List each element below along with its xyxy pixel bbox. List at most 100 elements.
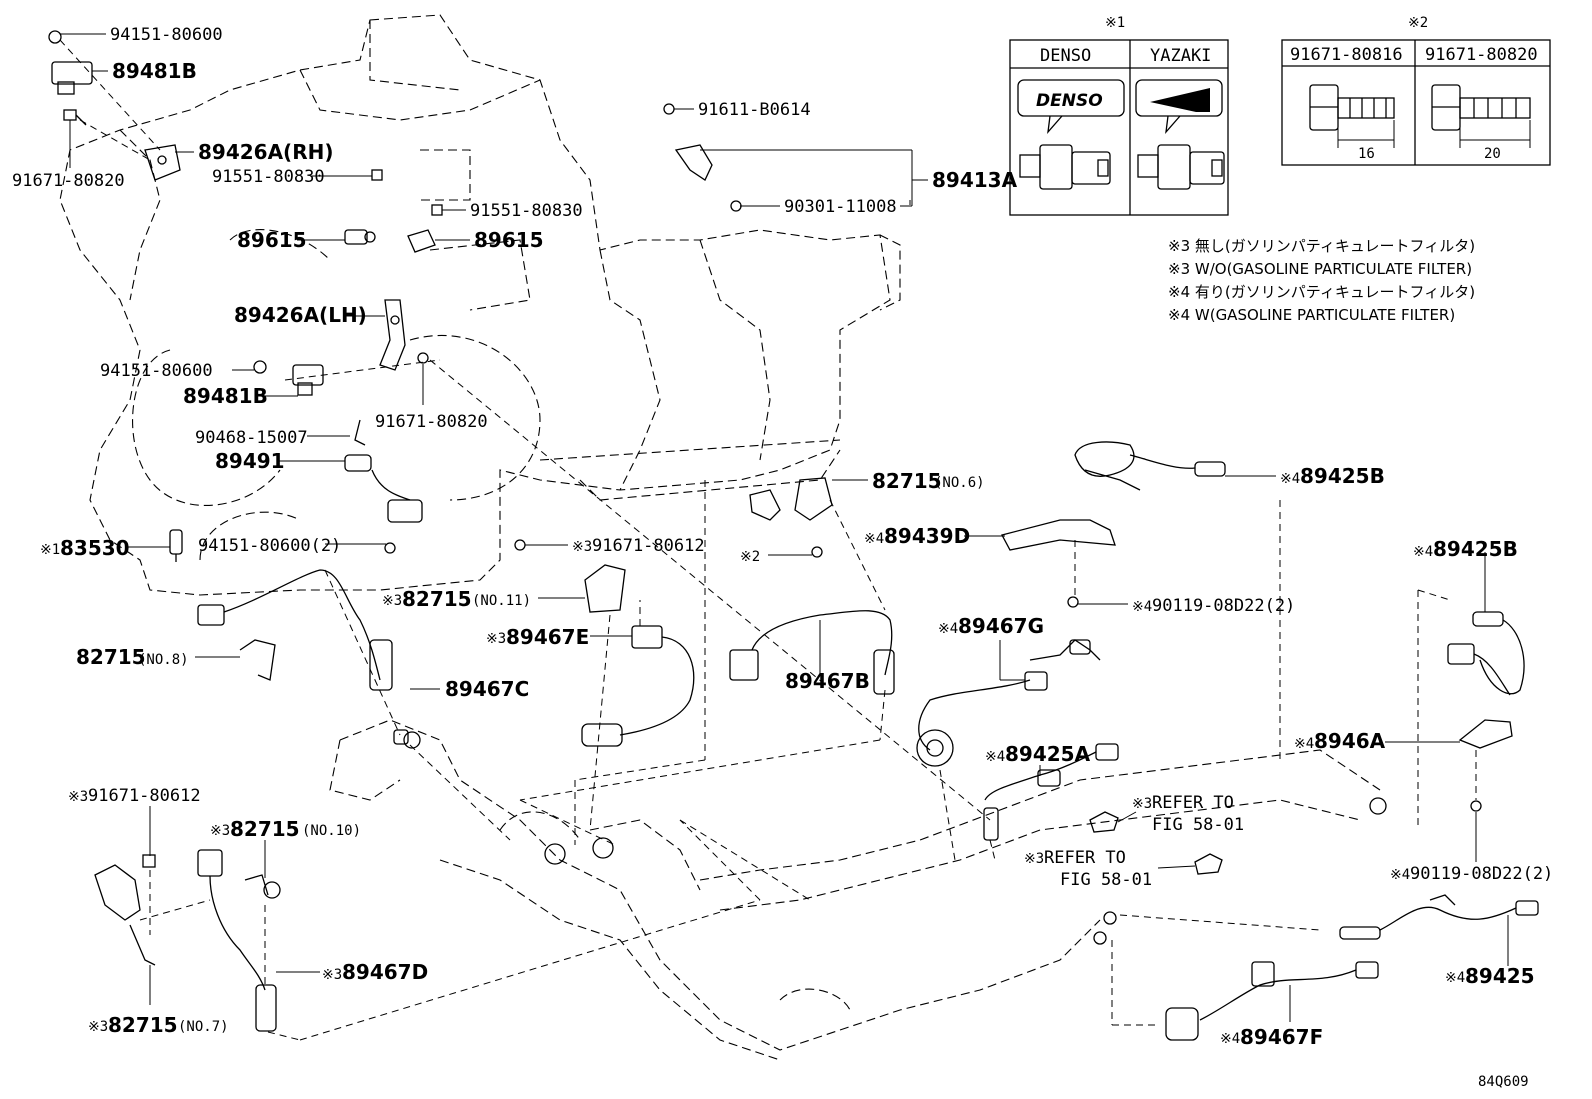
label-89439d-mark: ※4 xyxy=(864,531,884,547)
sensor-89491-icon xyxy=(344,454,423,523)
label-89467g-mark: ※4 xyxy=(938,621,958,637)
legend1-col1: DENSO xyxy=(1040,46,1091,66)
label-89425b-top-mark: ※4 xyxy=(1280,471,1300,487)
label-89615-left: 89615 xyxy=(237,228,307,252)
label-89491: 89491 xyxy=(215,449,285,473)
label-90301: 90301-11008 xyxy=(784,197,897,217)
label-89615-right: 89615 xyxy=(474,228,544,252)
connector-denso-icon xyxy=(1019,144,1111,190)
engine-outline xyxy=(59,14,901,596)
exhaust-outline xyxy=(329,719,1381,1061)
label-82715-no10-mark: ※3 xyxy=(210,823,230,839)
sensor-89481b-top-icon xyxy=(51,61,93,95)
label-89413a: 89413A xyxy=(932,168,1018,192)
label-91671-80612-b-mark: ※3 xyxy=(68,789,88,805)
label-82715-no11: 82715 xyxy=(402,587,472,611)
sensor-89467b-icon xyxy=(729,610,895,695)
nut-94151-2-icon xyxy=(384,542,396,554)
label-91551-b: 91551-80830 xyxy=(470,201,583,221)
sensor-89467g-icon xyxy=(916,639,1101,767)
part-labels: 94151-80600 89481B 89426A(RH) 91671-8082… xyxy=(12,25,1553,1090)
connector-yazaki-icon xyxy=(1137,144,1225,190)
refer1-line1: REFER TO xyxy=(1152,793,1234,813)
label-89467c: 89467C xyxy=(445,677,529,701)
sensor-89467c-icon xyxy=(197,569,409,745)
label-89467b: 89467B xyxy=(785,669,870,693)
sensor-89467d-icon xyxy=(197,849,277,1032)
leader-lines xyxy=(60,33,1509,1022)
label-91671-80612-a: 91671-80612 xyxy=(592,536,705,556)
sensor-89467e-icon xyxy=(581,625,695,747)
notes: ※3 無し(ガソリンパティキュレートフィルタ) ※3 W/O(GASOLINE … xyxy=(1168,237,1475,324)
label-82715-no6-sfx: (NO.6) xyxy=(934,475,985,491)
label-83530-mark: ※1 xyxy=(40,542,60,558)
bolt-icon xyxy=(63,109,87,126)
bracket-89426a-rh-icon xyxy=(144,144,181,181)
legend-denso-yazaki: ※1 DENSO YAZAKI DENSO xyxy=(1009,15,1229,216)
legend2-col2: 91671-80820 xyxy=(1425,45,1538,65)
label-90119-b-mark: ※4 xyxy=(1390,867,1410,883)
label-89481b-top: 89481B xyxy=(112,59,197,83)
label-8946a-mark: ※4 xyxy=(1294,736,1314,752)
sensor-89425b-top-icon xyxy=(1074,441,1226,491)
bolt-20-icon xyxy=(1431,84,1531,148)
label-94151-top: 94151-80600 xyxy=(110,25,223,45)
nut-icon xyxy=(48,30,62,44)
label-89425a-mark: ※4 xyxy=(985,749,1005,765)
label-89467f: 89467F xyxy=(1240,1025,1323,1049)
legend-bolts: ※2 91671-80816 91671-80820 16 xyxy=(1281,15,1551,166)
label-89425b-right-mark: ※4 xyxy=(1413,544,1433,560)
refer2-line2: FIG 58-01 xyxy=(1060,870,1152,890)
label-91671-80820-left: 91671-80820 xyxy=(12,171,125,191)
label-89467d-mark: ※3 xyxy=(322,967,342,983)
note-2: ※3 W/O(GASOLINE PARTICULATE FILTER) xyxy=(1168,260,1472,278)
switch-83530-icon xyxy=(169,529,183,562)
bolt-mid-icon xyxy=(417,352,429,364)
label-89425: 89425 xyxy=(1465,964,1535,988)
label-90119-a: 90119-08D22(2) xyxy=(1152,596,1295,616)
sensor-89425-icon xyxy=(1339,894,1539,940)
label-89425b-right: 89425B xyxy=(1433,537,1518,561)
clip-90468-icon xyxy=(354,419,366,446)
hanger2-icon xyxy=(1103,911,1117,925)
label-91551-a: 91551-80830 xyxy=(212,167,325,187)
refer2-line1: REFER TO xyxy=(1044,848,1126,868)
legend2-dim1: 16 xyxy=(1358,146,1375,162)
legend2-col1: 91671-80816 xyxy=(1290,45,1403,65)
clip-refer2-icon xyxy=(1194,853,1223,875)
denso-brand-text: DENSO xyxy=(1036,91,1103,111)
legend2-dim2: 20 xyxy=(1484,146,1501,162)
label-91671-80820-mid: 91671-80820 xyxy=(375,412,488,432)
label-90119-b: 90119-08D22(2) xyxy=(1410,864,1553,884)
sensor-89413a-icon xyxy=(663,103,742,212)
label-mark2: ※2 xyxy=(740,549,760,565)
bracket-82715-no7-icon xyxy=(94,854,156,966)
label-89425a: 89425A xyxy=(1005,742,1091,766)
clip-82715-no8-icon xyxy=(239,639,276,681)
label-82715-no8: 82715 xyxy=(76,645,146,669)
label-91671-80612-b: 91671-80612 xyxy=(88,786,201,806)
bracket-89426a-lh-icon xyxy=(379,299,406,371)
nut-mid-icon xyxy=(253,360,267,374)
label-89467e: 89467E xyxy=(506,625,589,649)
label-89425-mark: ※4 xyxy=(1445,970,1465,986)
hanger3-icon xyxy=(1093,931,1107,945)
label-8946a: 8946A xyxy=(1314,729,1386,753)
label-89467f-mark: ※4 xyxy=(1220,1031,1240,1047)
label-83530: 83530 xyxy=(60,536,130,560)
bracket-8946a-icon xyxy=(1458,719,1513,812)
note-4: ※4 W(GASOLINE PARTICULATE FILTER) xyxy=(1168,306,1455,324)
label-91611: 91611-B0614 xyxy=(698,100,811,120)
label-89481b-mid: 89481B xyxy=(183,384,268,408)
yazaki-logo-icon xyxy=(1150,88,1210,112)
note-3: ※4 有り(ガソリンパティキュレートフィルタ) xyxy=(1168,283,1475,301)
refer2-mark: ※3 xyxy=(1024,851,1044,867)
label-82715-no11-sfx: (NO.11) xyxy=(472,593,531,609)
label-82715-no6: 82715 xyxy=(872,469,942,493)
converter-icon xyxy=(403,731,614,865)
sensor-89615-right-icon xyxy=(407,229,436,253)
label-82715-no10: 82715 xyxy=(230,817,300,841)
label-89467g: 89467G xyxy=(958,614,1044,638)
label-90468: 90468-15007 xyxy=(195,428,308,448)
label-90119-a-mark: ※4 xyxy=(1132,599,1152,615)
